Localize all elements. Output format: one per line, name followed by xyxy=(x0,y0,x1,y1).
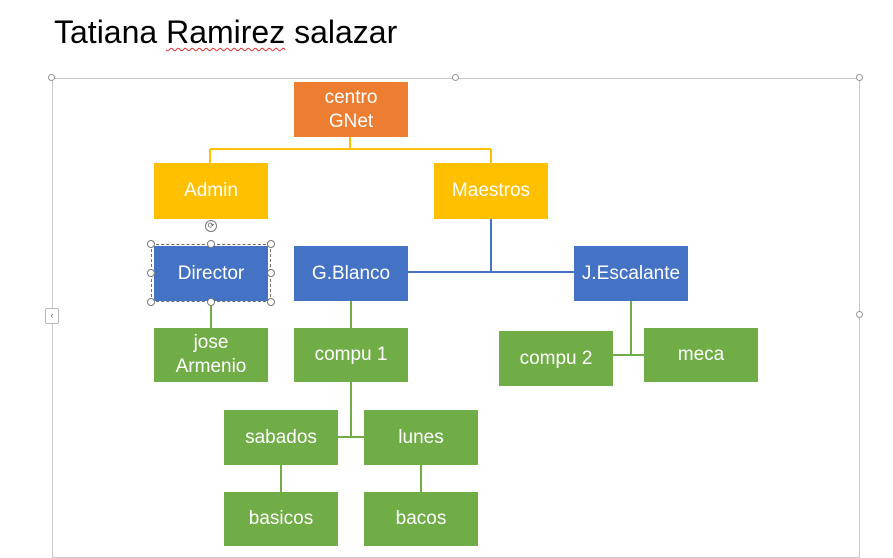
node-director[interactable]: Director xyxy=(154,246,268,301)
node-jose-armenio[interactable]: jose Armenio xyxy=(154,328,268,382)
node-jose-line2: Armenio xyxy=(175,356,247,377)
node-bacos-label: bacos xyxy=(395,508,447,529)
node-compu2-label: compu 2 xyxy=(519,347,593,369)
node-maestros-label: Maestros xyxy=(451,180,531,201)
selection-handle-bottom[interactable] xyxy=(207,298,215,306)
node-compu1[interactable]: compu 1 xyxy=(294,328,408,382)
node-compu1-label: compu 1 xyxy=(314,344,388,365)
chevron-left-icon[interactable]: ‹ xyxy=(45,308,59,324)
canvas-resize-handle-tl[interactable] xyxy=(48,74,55,81)
node-gblanco[interactable]: G.Blanco xyxy=(294,246,408,301)
node-admin[interactable]: Admin xyxy=(154,163,268,219)
title-last-name: salazar xyxy=(285,14,398,50)
node-basicos-label: basicos xyxy=(248,508,314,529)
node-compu2[interactable]: compu 2 xyxy=(499,331,613,386)
node-centro-gnet[interactable]: centro GNet xyxy=(294,82,408,137)
node-gblanco-label: G.Blanco xyxy=(311,262,391,284)
node-sabados[interactable]: sabados xyxy=(224,410,338,465)
canvas-resize-handle-top[interactable] xyxy=(452,74,459,81)
selection-handle-right[interactable] xyxy=(267,269,275,277)
node-maestros[interactable]: Maestros xyxy=(434,163,548,219)
node-basicos[interactable]: basicos xyxy=(224,492,338,546)
selection-handle-left[interactable] xyxy=(147,269,155,277)
document-title[interactable]: Tatiana Ramirez salazar xyxy=(54,14,397,51)
selection-handle-top[interactable] xyxy=(207,240,215,248)
node-meca-label: meca xyxy=(677,344,725,365)
node-lunes[interactable]: lunes xyxy=(364,410,478,465)
connector-lines xyxy=(209,137,644,492)
canvas-resize-handle-right[interactable] xyxy=(856,311,863,318)
title-first-name: Tatiana xyxy=(54,14,167,50)
node-bacos[interactable]: bacos xyxy=(364,492,478,546)
node-admin-label: Admin xyxy=(184,180,238,201)
canvas-resize-handle-tr[interactable] xyxy=(856,74,863,81)
node-jose-line1: jose xyxy=(193,332,229,353)
node-centro-gnet-line1: centro xyxy=(324,86,378,108)
node-director-label: Director xyxy=(177,262,245,284)
selection-handle-bl[interactable] xyxy=(147,298,155,306)
node-lunes-label: lunes xyxy=(398,426,444,448)
selection-handle-tl[interactable] xyxy=(147,240,155,248)
selection-handle-br[interactable] xyxy=(267,298,275,306)
node-jescalante-label: J.Escalante xyxy=(581,262,681,284)
node-centro-gnet-line2: GNet xyxy=(328,110,374,132)
node-meca[interactable]: meca xyxy=(644,328,758,382)
node-sabados-label: sabados xyxy=(245,426,317,448)
node-jescalante[interactable]: J.Escalante xyxy=(574,246,688,301)
title-misspelled-word: Ramirez xyxy=(166,14,286,50)
rotate-handle-icon[interactable]: ⟳ xyxy=(205,220,217,232)
selection-handle-tr[interactable] xyxy=(267,240,275,248)
